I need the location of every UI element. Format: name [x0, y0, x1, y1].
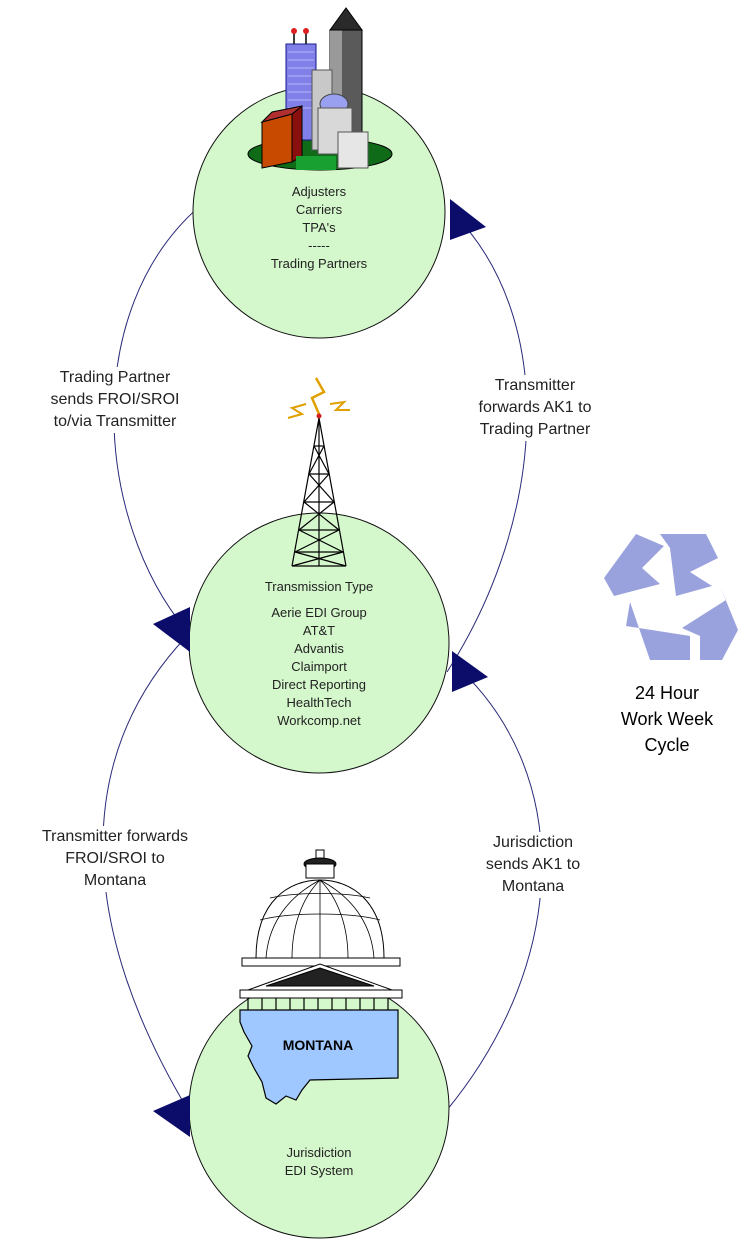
edge-label-right-lower: Jurisdiction sends AK1 to Montana [438, 832, 628, 898]
arrow-into-top-right [450, 199, 486, 240]
edge-ru-line-1: Transmitter [494, 377, 576, 394]
top-line-1: Adjusters [291, 184, 347, 199]
top-line-3: TPA's [302, 220, 336, 235]
edge-ru-line-3: Trading Partner [479, 421, 591, 438]
middle-line-7: Workcomp.net [277, 713, 361, 728]
edge-lu-line-3: to/via Transmitter [53, 413, 177, 430]
cycle-line-3: Cycle [644, 735, 690, 755]
arrow-into-middle-left [153, 607, 190, 652]
edge-ll-line-2: FROI/SROI to [65, 850, 165, 867]
arrows [153, 199, 488, 1137]
edge-ru-line-2: forwards AK1 to [478, 399, 592, 416]
bottom-line-2: EDI System [284, 1163, 354, 1178]
middle-title: Transmission Type [264, 579, 374, 594]
top-line-5: Trading Partners [270, 256, 368, 271]
edge-rl-line-3: Montana [501, 878, 565, 895]
edge-rl-line-2: sends AK1 to [485, 856, 581, 873]
edge-label-left-upper: Trading Partner sends FROI/SROI to/via T… [10, 367, 220, 433]
city-buildings-icon [247, 7, 393, 171]
edge-label-left-lower: Transmitter forwards FROI/SROI to Montan… [0, 826, 230, 892]
middle-line-4: Claimport [291, 659, 347, 674]
edge-ll-line-1: Transmitter forwards [41, 828, 189, 845]
top-line-2: Carriers [295, 202, 343, 217]
cycle-line-2: Work Week [620, 709, 714, 729]
middle-line-6: HealthTech [286, 695, 352, 710]
connector-right-upper [446, 211, 528, 673]
recycle-icon [604, 534, 738, 660]
edge-lu-line-1: Trading Partner [59, 369, 171, 386]
cycle-line-1: 24 Hour [634, 683, 700, 703]
node-middle-label: Transmission Type Aerie EDI Group AT&T A… [209, 578, 429, 730]
montana-map-shape [239, 1009, 399, 1105]
edge-rl-line-1: Jurisdiction [492, 834, 574, 851]
node-bottom-label: Jurisdiction EDI System [219, 1144, 419, 1180]
edge-label-right-upper: Transmitter forwards AK1 to Trading Part… [430, 375, 640, 441]
cycle-label: 24 Hour Work Week Cycle [598, 680, 736, 758]
top-line-4: ----- [308, 238, 330, 253]
middle-line-5: Direct Reporting [272, 677, 366, 692]
edge-ll-line-3: Montana [83, 872, 147, 889]
montana-map-label: MONTANA [282, 1037, 354, 1053]
edge-lu-line-2: sends FROI/SROI [50, 391, 180, 408]
middle-line-1: Aerie EDI Group [271, 605, 367, 620]
radio-tower-icon [287, 377, 350, 567]
arrow-into-middle-right [452, 651, 488, 692]
middle-line-2: AT&T [302, 623, 336, 638]
middle-line-3: Advantis [294, 641, 344, 656]
arrow-into-bottom-left [153, 1095, 190, 1137]
node-top-label: Adjusters Carriers TPA's ----- Trading P… [219, 183, 419, 273]
bottom-line-1: Jurisdiction [286, 1145, 352, 1160]
